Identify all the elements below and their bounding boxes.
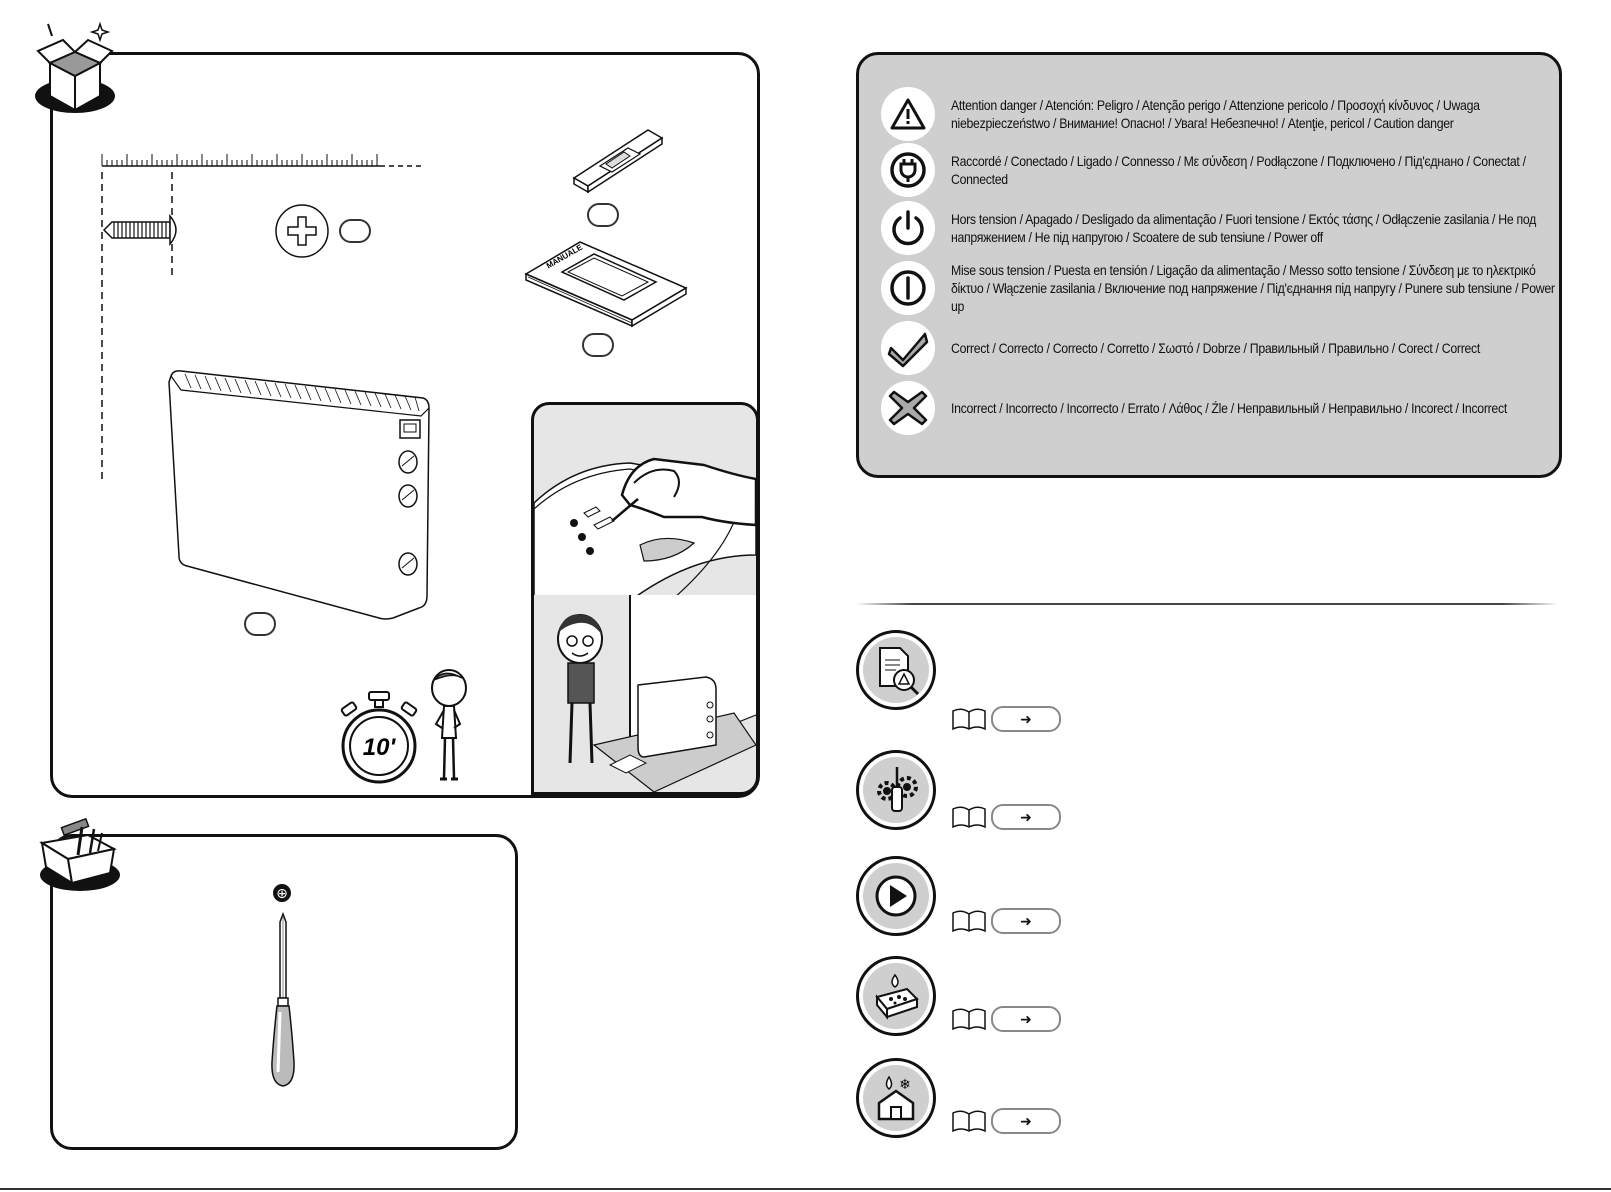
power-on-icon — [881, 261, 935, 315]
wall-bracket-image — [572, 129, 664, 194]
power-off-icon — [881, 201, 935, 255]
page-bottom-rule — [0, 1188, 1611, 1190]
installer-room-illustration — [531, 595, 759, 795]
section-installation[interactable]: ➜ — [856, 750, 1061, 830]
open-book-icon — [952, 1008, 986, 1031]
legend-row-incorrect: Incorrect / Incorrecto / Incorrecto / Er… — [881, 381, 1611, 435]
person-figure-icon — [431, 669, 467, 781]
document-warning-icon — [856, 630, 936, 710]
play-icon — [856, 856, 936, 936]
plug-connected-icon — [881, 143, 935, 197]
ruler-scale — [101, 154, 425, 480]
legend-row-power-up: Mise sous tension / Puesta en tensión / … — [881, 261, 1611, 315]
maintenance-manual-ref[interactable]: ➜ — [951, 1006, 1061, 1032]
legend-row-power-off: Hors tension / Apagado / Desligado da al… — [881, 201, 1611, 255]
storage-manual-ref[interactable]: ➜ — [951, 1108, 1061, 1134]
svg-text:❄: ❄ — [899, 1077, 911, 1093]
safety-manual-ref[interactable]: ➜ — [951, 706, 1061, 732]
open-book-icon — [952, 806, 986, 829]
safety-page-arrow-button[interactable]: ➜ — [991, 706, 1061, 732]
screw-count-pill — [339, 219, 371, 243]
section-storage[interactable]: ❄ ➜ — [856, 1058, 1061, 1138]
use-page-arrow-button[interactable]: ➜ — [991, 908, 1061, 934]
open-book-icon — [952, 708, 986, 731]
storage-page-arrow-button[interactable]: ➜ — [991, 1108, 1061, 1134]
label-inspection-illustration — [531, 402, 759, 601]
phillips-screw-head-icon — [275, 204, 329, 258]
sponge-cleaning-icon — [856, 956, 936, 1036]
gears-screwdriver-icon — [856, 750, 936, 830]
convector-heater-image — [168, 370, 430, 620]
open-box-icon — [35, 21, 115, 113]
timer-label: 10' — [363, 734, 397, 761]
maintenance-page-arrow-button[interactable]: ➜ — [991, 1006, 1061, 1032]
section-safety[interactable]: ➜ — [856, 630, 1061, 732]
symbols-legend-panel: Attention danger / Atención: Peligro / A… — [856, 52, 1562, 478]
screwdriver-icon — [271, 912, 295, 1087]
open-book-icon — [952, 1110, 986, 1133]
legend-text-connected: Raccordé / Conectado / Ligado / Connesso… — [951, 153, 1526, 187]
phillips-type-icon: ⊕ — [273, 884, 291, 902]
heater-count-pill — [244, 612, 276, 636]
section-maintenance[interactable]: ➜ — [856, 956, 1061, 1036]
toolbox-icon — [39, 817, 120, 891]
use-manual-ref[interactable]: ➜ — [951, 908, 1061, 934]
legend-text-correct: Correct / Correcto / Correcto / Corretto… — [951, 340, 1481, 356]
bracket-count-pill — [587, 203, 619, 227]
house-weather-icon: ❄ — [856, 1058, 936, 1138]
section-use[interactable]: ➜ — [856, 856, 1061, 936]
stopwatch-icon: 10' — [340, 691, 418, 784]
installation-page-arrow-button[interactable]: ➜ — [991, 804, 1061, 830]
warning-triangle-icon — [881, 87, 935, 141]
legend-text-power-up: Mise sous tension / Puesta en tensión / … — [951, 262, 1555, 314]
legend-text-incorrect: Incorrect / Incorrecto / Incorrecto / Er… — [951, 400, 1507, 416]
legend-row-connected: Raccordé / Conectado / Ligado / Connesso… — [881, 143, 1611, 197]
legend-text-power-off: Hors tension / Apagado / Desligado da al… — [951, 211, 1537, 245]
manual-count-pill — [582, 333, 614, 357]
open-book-icon — [952, 910, 986, 933]
legend-row-danger: Attention danger / Atención: Peligro / A… — [881, 87, 1611, 141]
legend-text-danger: Attention danger / Atención: Peligro / A… — [951, 97, 1480, 131]
installation-manual-ref[interactable]: ➜ — [951, 804, 1061, 830]
incorrect-cross-icon — [881, 381, 935, 435]
manual-booklet-image: MANUALE — [524, 241, 688, 328]
legend-row-correct: Correct / Correcto / Correcto / Corretto… — [881, 321, 1611, 375]
correct-check-icon — [881, 321, 935, 375]
section-divider — [856, 603, 1558, 605]
